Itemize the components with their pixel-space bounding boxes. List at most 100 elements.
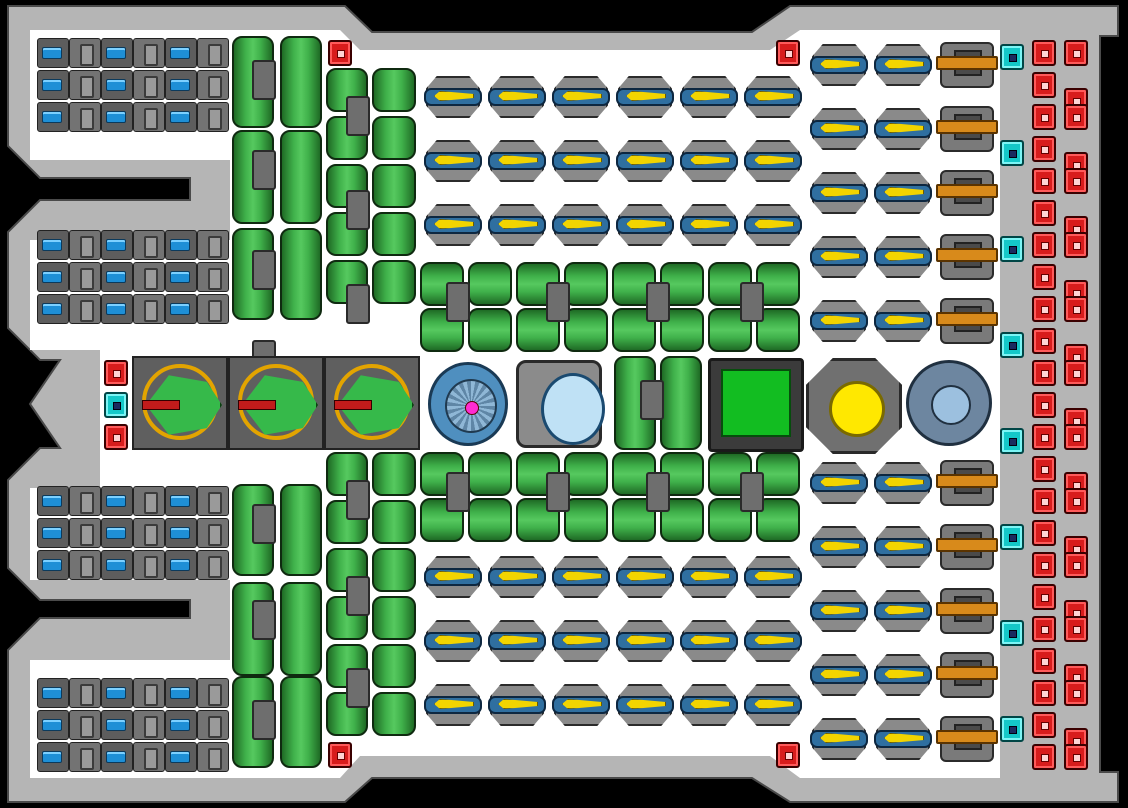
battery[interactable]: [100, 260, 165, 292]
laser-turret[interactable]: [870, 520, 932, 570]
hangar-bay[interactable]: [324, 356, 420, 450]
laser-turret[interactable]: [420, 134, 482, 184]
battery[interactable]: [36, 516, 101, 548]
battery[interactable]: [36, 100, 101, 132]
armor-plate[interactable]: [1064, 296, 1088, 322]
laser-turret[interactable]: [420, 198, 482, 248]
conduit-pipe[interactable]: [468, 452, 512, 496]
conduit-pipe[interactable]: [372, 212, 416, 256]
laser-turret[interactable]: [484, 198, 546, 248]
conduit-joint[interactable]: [646, 282, 670, 322]
laser-turret[interactable]: [548, 70, 610, 120]
battery[interactable]: [36, 292, 101, 324]
conduit-pipe[interactable]: [372, 116, 416, 160]
laser-turret[interactable]: [806, 38, 868, 88]
shield-core[interactable]: [428, 362, 508, 446]
laser-turret[interactable]: [484, 678, 546, 728]
conduit-joint[interactable]: [252, 250, 276, 290]
conduit-pipe[interactable]: [372, 260, 416, 304]
laser-turret[interactable]: [740, 550, 802, 600]
laser-turret[interactable]: [676, 678, 738, 728]
conduit-pipe[interactable]: [372, 644, 416, 688]
armor-plate[interactable]: [1032, 616, 1056, 642]
thruster-hub[interactable]: [906, 360, 992, 446]
armor-plate[interactable]: [1064, 104, 1088, 130]
cannon-turret[interactable]: [936, 648, 998, 698]
laser-turret[interactable]: [870, 456, 932, 506]
laser-turret[interactable]: [806, 648, 868, 698]
battery[interactable]: [164, 100, 229, 132]
cannon-turret[interactable]: [936, 584, 998, 634]
green-tank[interactable]: [708, 358, 804, 452]
armor-plate[interactable]: [1000, 428, 1024, 454]
battery[interactable]: [100, 740, 165, 772]
conduit-joint[interactable]: [346, 480, 370, 520]
conduit-pipe[interactable]: [372, 548, 416, 592]
laser-turret[interactable]: [806, 166, 868, 216]
laser-turret[interactable]: [484, 550, 546, 600]
armor-plate[interactable]: [1032, 168, 1056, 194]
armor-plate[interactable]: [1000, 44, 1024, 70]
armor-plate[interactable]: [1000, 140, 1024, 166]
armor-plate[interactable]: [776, 40, 800, 66]
armor-plate[interactable]: [1032, 72, 1056, 98]
conduit-pipe[interactable]: [660, 356, 702, 450]
armor-plate[interactable]: [1064, 552, 1088, 578]
armor-plate[interactable]: [104, 424, 128, 450]
conduit-pipe[interactable]: [564, 498, 608, 542]
battery[interactable]: [164, 740, 229, 772]
laser-turret[interactable]: [806, 584, 868, 634]
hangar-bay[interactable]: [228, 356, 324, 450]
battery[interactable]: [100, 292, 165, 324]
armor-plate[interactable]: [104, 360, 128, 386]
laser-turret[interactable]: [612, 678, 674, 728]
conduit-joint[interactable]: [640, 380, 664, 420]
laser-turret[interactable]: [612, 550, 674, 600]
battery[interactable]: [164, 36, 229, 68]
battery[interactable]: [164, 260, 229, 292]
laser-turret[interactable]: [740, 614, 802, 664]
conduit-pipe[interactable]: [280, 130, 322, 224]
laser-turret[interactable]: [870, 230, 932, 280]
laser-turret[interactable]: [870, 102, 932, 152]
armor-plate[interactable]: [1032, 520, 1056, 546]
conduit-pipe[interactable]: [280, 36, 322, 128]
conduit-pipe[interactable]: [468, 262, 512, 306]
conduit-joint[interactable]: [346, 668, 370, 708]
laser-turret[interactable]: [676, 614, 738, 664]
armor-plate[interactable]: [1032, 424, 1056, 450]
laser-turret[interactable]: [676, 198, 738, 248]
armor-plate[interactable]: [1064, 232, 1088, 258]
laser-turret[interactable]: [806, 456, 868, 506]
cannon-turret[interactable]: [936, 166, 998, 216]
conduit-joint[interactable]: [346, 576, 370, 616]
laser-turret[interactable]: [870, 166, 932, 216]
battery[interactable]: [164, 292, 229, 324]
battery[interactable]: [36, 68, 101, 100]
battery[interactable]: [36, 708, 101, 740]
laser-turret[interactable]: [740, 70, 802, 120]
laser-turret[interactable]: [806, 294, 868, 344]
conduit-pipe[interactable]: [468, 498, 512, 542]
battery[interactable]: [36, 484, 101, 516]
armor-plate[interactable]: [1000, 620, 1024, 646]
laser-turret[interactable]: [870, 712, 932, 762]
battery[interactable]: [164, 676, 229, 708]
battery[interactable]: [100, 676, 165, 708]
battery[interactable]: [164, 228, 229, 260]
conduit-pipe[interactable]: [280, 228, 322, 320]
battery[interactable]: [164, 708, 229, 740]
battery[interactable]: [100, 36, 165, 68]
battery[interactable]: [100, 548, 165, 580]
conduit-pipe[interactable]: [516, 308, 560, 352]
conduit-pipe[interactable]: [372, 692, 416, 736]
armor-plate[interactable]: [1064, 680, 1088, 706]
laser-turret[interactable]: [420, 614, 482, 664]
conduit-pipe[interactable]: [564, 262, 608, 306]
laser-turret[interactable]: [612, 70, 674, 120]
laser-turret[interactable]: [806, 102, 868, 152]
conduit-pipe[interactable]: [372, 452, 416, 496]
laser-turret[interactable]: [806, 712, 868, 762]
laser-turret[interactable]: [420, 70, 482, 120]
conduit-joint[interactable]: [546, 282, 570, 322]
